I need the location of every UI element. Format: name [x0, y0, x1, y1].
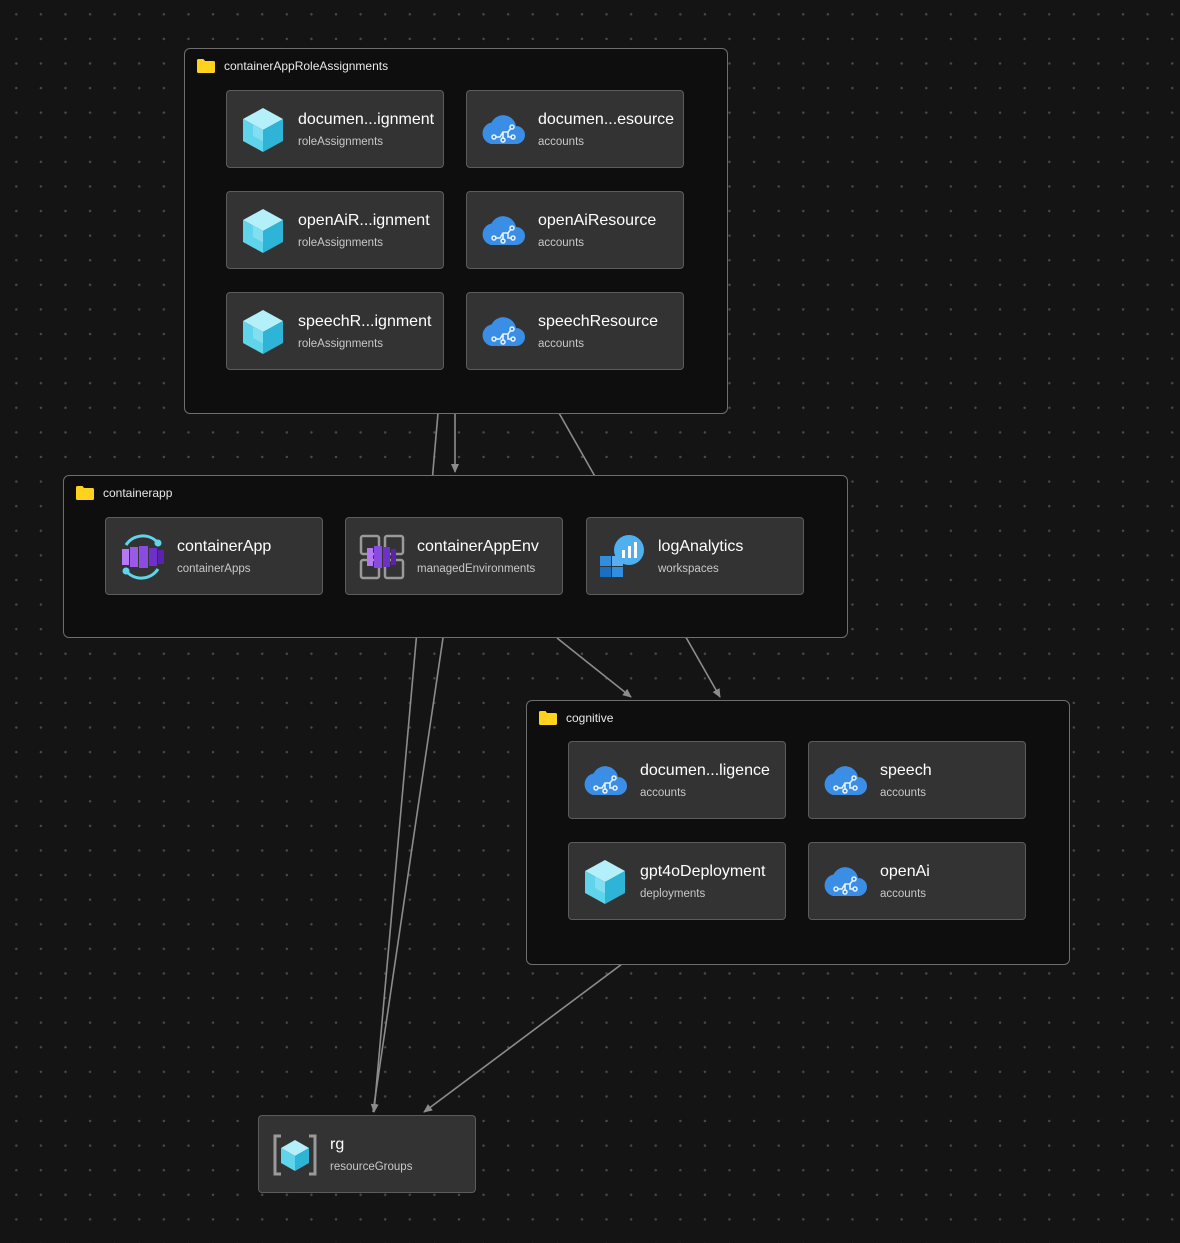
edge-env-to-rg	[370, 596, 421, 1113]
node-name: openAiR...ignment	[298, 212, 430, 229]
container-app-icon	[118, 533, 166, 581]
node-type: accounts	[538, 136, 585, 148]
node-name: documen...ignment	[298, 111, 435, 128]
node-log-analytics[interactable]: logAnalytics workspaces	[586, 517, 804, 595]
folder-icon	[539, 711, 557, 725]
node-name: openAiResource	[538, 212, 657, 229]
node-speech[interactable]: speech accounts	[808, 741, 1026, 819]
cube-icon	[239, 308, 287, 356]
node-name: speech	[880, 762, 932, 779]
cognitive-cloud-icon	[479, 308, 527, 356]
node-type: roleAssignments	[298, 338, 384, 350]
node-container-app[interactable]: containerApp containerApps	[105, 517, 323, 595]
folder-icon	[197, 59, 215, 73]
node-document-intelligence[interactable]: documen...ligence accounts	[568, 741, 786, 819]
node-name: openAi	[880, 863, 930, 880]
node-type: roleAssignments	[298, 136, 384, 148]
node-type: accounts	[640, 787, 687, 799]
cube-icon	[239, 106, 287, 154]
edge-cognitive-group-to-rg	[423, 963, 623, 1113]
node-name: documen...ligence	[640, 762, 770, 779]
cognitive-cloud-icon	[479, 106, 527, 154]
group-title: cognitive	[566, 711, 614, 725]
group-title: containerapp	[103, 486, 173, 500]
node-type: roleAssignments	[298, 237, 384, 249]
node-resource-group[interactable]: rg resourceGroups	[258, 1115, 476, 1193]
node-speech-role-assignment[interactable]: speechR...ignment roleAssignments	[226, 292, 444, 370]
node-openai-resource[interactable]: openAiResource accounts	[466, 191, 684, 269]
node-name: containerAppEnv	[417, 538, 539, 555]
node-type: accounts	[538, 338, 585, 350]
cognitive-cloud-icon	[581, 757, 629, 805]
node-container-app-env[interactable]: containerAppEnv managedEnvironments	[345, 517, 563, 595]
node-speech-resource[interactable]: speechResource accounts	[466, 292, 684, 370]
node-document-role-assignment[interactable]: documen...ignment roleAssignments	[226, 90, 444, 168]
node-type: containerApps	[177, 563, 251, 575]
node-openai-role-assignment[interactable]: openAiR...ignment roleAssignments	[226, 191, 444, 269]
node-type: managedEnvironments	[417, 563, 536, 575]
node-name: rg	[330, 1136, 345, 1153]
cognitive-cloud-icon	[821, 858, 869, 906]
node-gpt4o-deployment[interactable]: gpt4oDeployment deployments	[568, 842, 786, 920]
edge-containerapp-group-to-cognitive	[556, 637, 632, 698]
edge-containerapp-group-to-rg	[372, 637, 444, 1113]
cognitive-cloud-icon	[821, 757, 869, 805]
node-type: accounts	[880, 787, 927, 799]
node-openai[interactable]: openAi accounts	[808, 842, 1026, 920]
node-name: logAnalytics	[658, 538, 744, 555]
managed-environment-icon	[358, 533, 406, 581]
node-type: deployments	[640, 888, 706, 900]
log-analytics-icon	[599, 533, 647, 581]
node-name: speechResource	[538, 313, 659, 330]
node-type: resourceGroups	[330, 1161, 413, 1173]
node-name: containerApp	[177, 538, 272, 555]
node-document-resource[interactable]: documen...esource accounts	[466, 90, 684, 168]
node-type: accounts	[880, 888, 927, 900]
group-cognitive[interactable]: cognitive	[526, 700, 1070, 965]
folder-icon	[76, 486, 94, 500]
node-name: documen...esource	[538, 111, 675, 128]
resource-group-icon	[271, 1131, 319, 1179]
node-name: gpt4oDeployment	[640, 863, 766, 880]
cube-icon	[581, 858, 629, 906]
cube-icon	[239, 207, 287, 255]
node-type: workspaces	[658, 563, 719, 575]
node-type: accounts	[538, 237, 585, 249]
group-title: containerAppRoleAssignments	[224, 59, 389, 73]
node-name: speechR...ignment	[298, 313, 432, 330]
cognitive-cloud-icon	[479, 207, 527, 255]
